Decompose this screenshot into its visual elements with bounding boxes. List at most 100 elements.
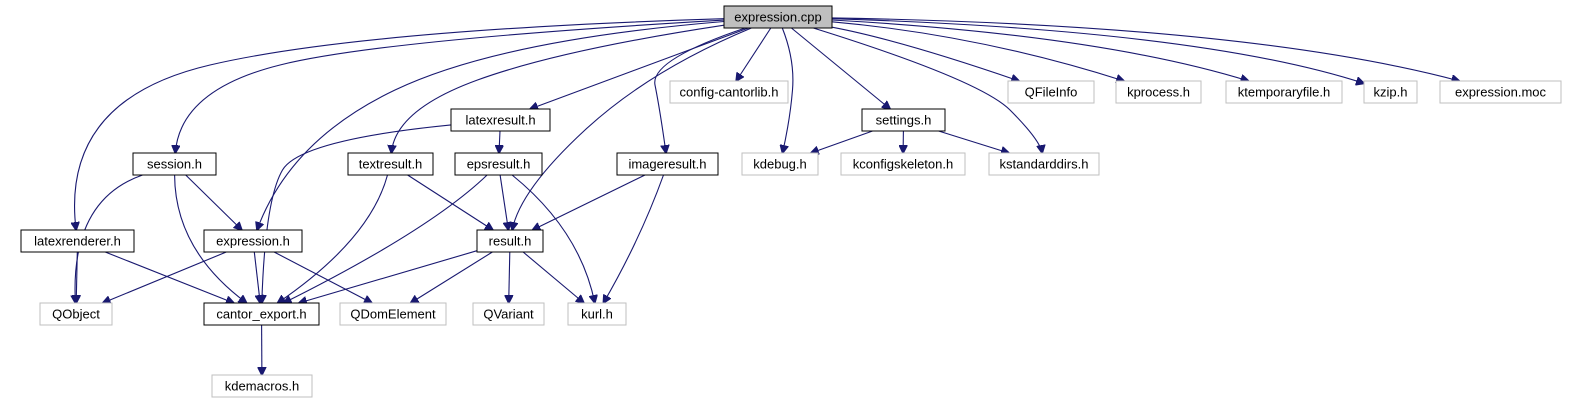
edge-latexresult-h-to-epsresult-h bbox=[499, 130, 500, 153]
node-expression-h[interactable]: expression.h bbox=[203, 229, 303, 253]
edge-expression-cpp-to-textresult-h bbox=[391, 24, 725, 153]
edge-expression-cpp-to-imageresult-h bbox=[654, 27, 746, 153]
node-box bbox=[1007, 80, 1095, 104]
edge-result-h-to-cantor-export-h bbox=[299, 250, 478, 303]
edge-expression-cpp-to-settings-h bbox=[791, 27, 890, 109]
edge-latexrenderer-h-to-cantor-export-h bbox=[104, 251, 234, 303]
node-label: session.h bbox=[147, 157, 202, 172]
edge-imageresult-h-to-result-h bbox=[533, 174, 646, 230]
node-box bbox=[450, 108, 551, 132]
edge-expression-cpp-to-latexresult-h bbox=[530, 27, 749, 109]
node-box bbox=[861, 108, 946, 132]
node-expression-cpp[interactable]: expression.cpp bbox=[723, 5, 833, 29]
edge-epsresult-h-to-result-h bbox=[499, 174, 508, 230]
node-label: kdebug.h bbox=[753, 157, 807, 172]
edge-expression-h-to-cantor-export-h bbox=[253, 251, 260, 303]
edge-settings-h-to-kstandarddirs-h bbox=[938, 130, 1009, 153]
node-box bbox=[1225, 80, 1343, 104]
node-cantor-export-h[interactable]: cantor_export.h bbox=[203, 302, 320, 326]
node-label: kconfigskeleton.h bbox=[853, 157, 953, 172]
node-epsresult-h[interactable]: epsresult.h bbox=[454, 152, 543, 176]
node-label: expression.h bbox=[216, 234, 290, 249]
node-kdebug-h: kdebug.h bbox=[741, 152, 819, 176]
edge-expression-h-to-qdomelement bbox=[273, 251, 372, 303]
node-expression-moc: expression.moc bbox=[1439, 80, 1562, 104]
node-qobject: QObject bbox=[39, 302, 113, 326]
node-label: kprocess.h bbox=[1127, 85, 1190, 100]
node-box bbox=[339, 302, 447, 326]
edge-session-h-to-expression-h bbox=[185, 174, 242, 230]
node-box bbox=[988, 152, 1100, 176]
edge-result-h-to-qdomelement bbox=[411, 251, 493, 303]
node-label: QFileInfo bbox=[1025, 85, 1078, 100]
node-session-h[interactable]: session.h bbox=[132, 152, 217, 176]
edge-epsresult-h-to-cantor-export-h bbox=[284, 174, 488, 303]
node-label: kdemacros.h bbox=[225, 379, 299, 394]
edge-imageresult-h-to-kurl-h bbox=[603, 174, 665, 303]
node-label: imageresult.h bbox=[628, 157, 706, 172]
node-ktemporaryfile-h: ktemporaryfile.h bbox=[1225, 80, 1343, 104]
edge-latexrenderer-h-to-qobject bbox=[76, 251, 77, 303]
node-box bbox=[840, 152, 966, 176]
nodes-layer: expression.cpp session.h latexrenderer.h ex… bbox=[20, 5, 1562, 398]
node-kurl-h: kurl.h bbox=[567, 302, 627, 326]
node-latexrenderer-h[interactable]: latexrenderer.h bbox=[20, 229, 135, 253]
node-label: ktemporaryfile.h bbox=[1238, 85, 1330, 100]
edge-expression-cpp-to-expression-moc bbox=[831, 17, 1459, 81]
edge-result-h-to-qvariant bbox=[509, 251, 510, 303]
node-label: expression.cpp bbox=[734, 10, 821, 25]
node-label: QObject bbox=[52, 307, 100, 322]
node-config-cantorlib-h: config-cantorlib.h bbox=[669, 80, 789, 104]
node-label: epsresult.h bbox=[467, 157, 531, 172]
node-kprocess-h: kprocess.h bbox=[1115, 80, 1202, 104]
node-box bbox=[39, 302, 113, 326]
node-kdemacros-h: kdemacros.h bbox=[211, 374, 313, 398]
edge-settings-h-to-kdebug-h bbox=[811, 130, 873, 153]
edge-latexresult-h-to-cantor-export-h bbox=[262, 124, 452, 303]
node-label: QVariant bbox=[483, 307, 534, 322]
node-kconfigskeleton-h: kconfigskeleton.h bbox=[840, 152, 966, 176]
node-label: expression.moc bbox=[1455, 85, 1547, 100]
edge-expression-cpp-to-qfileinfo bbox=[831, 26, 1019, 81]
edge-expression-cpp-to-kprocess-h bbox=[831, 21, 1124, 81]
node-settings-h[interactable]: settings.h bbox=[861, 108, 946, 132]
node-textresult-h[interactable]: textresult.h bbox=[347, 152, 434, 176]
node-label: config-cantorlib.h bbox=[680, 85, 779, 100]
node-label: latexresult.h bbox=[465, 113, 535, 128]
node-label: kzip.h bbox=[1374, 85, 1408, 100]
node-box bbox=[741, 152, 819, 176]
node-qvariant: QVariant bbox=[472, 302, 545, 326]
edge-expression-h-to-qobject bbox=[103, 251, 227, 303]
node-label: kurl.h bbox=[581, 307, 613, 322]
node-qfileinfo: QFileInfo bbox=[1007, 80, 1095, 104]
node-imageresult-h[interactable]: imageresult.h bbox=[616, 152, 719, 176]
edge-expression-cpp-to-session-h bbox=[175, 19, 725, 153]
node-qdomelement: QDomElement bbox=[339, 302, 447, 326]
edge-expression-cpp-to-kdebug-h bbox=[782, 27, 794, 153]
node-box bbox=[723, 5, 833, 29]
node-box bbox=[476, 229, 544, 253]
node-label: result.h bbox=[489, 234, 532, 249]
node-box bbox=[567, 302, 627, 326]
edge-expression-cpp-to-latexrenderer-h bbox=[75, 18, 725, 230]
node-box bbox=[669, 80, 789, 104]
node-kzip-h: kzip.h bbox=[1363, 80, 1418, 104]
node-result-h[interactable]: result.h bbox=[476, 229, 544, 253]
edge-expression-cpp-to-ktemporaryfile-h bbox=[831, 19, 1249, 81]
edge-expression-cpp-to-result-h bbox=[512, 27, 752, 230]
node-label: cantor_export.h bbox=[216, 307, 306, 322]
edge-expression-cpp-to-config-cantorlib-h bbox=[736, 27, 772, 81]
node-box bbox=[132, 152, 217, 176]
edge-session-h-to-qobject bbox=[75, 174, 143, 303]
edge-session-h-to-cantor-export-h bbox=[174, 174, 247, 303]
node-box bbox=[1363, 80, 1418, 104]
node-kstandarddirs-h: kstandarddirs.h bbox=[988, 152, 1100, 176]
edge-result-h-to-kurl-h bbox=[522, 251, 584, 303]
node-box bbox=[1115, 80, 1202, 104]
node-label: QDomElement bbox=[350, 307, 436, 322]
node-box bbox=[472, 302, 545, 326]
edge-expression-cpp-to-expression-h bbox=[257, 20, 725, 231]
node-latexresult-h[interactable]: latexresult.h bbox=[450, 108, 551, 132]
node-box bbox=[203, 229, 303, 253]
